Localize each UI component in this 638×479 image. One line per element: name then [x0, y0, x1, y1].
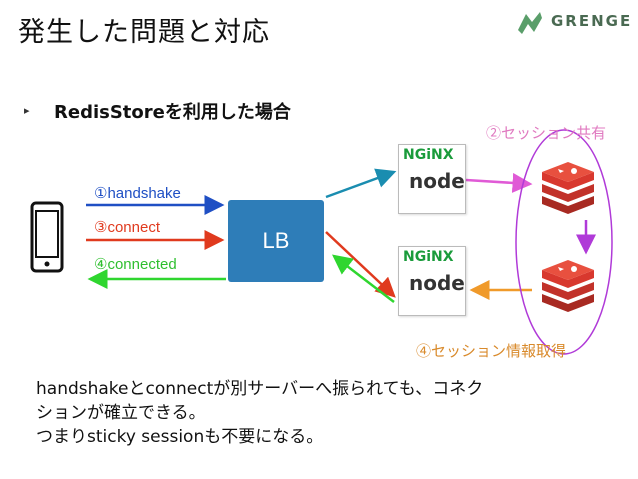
nginx-logo: NGiNX	[403, 147, 454, 163]
redis-group-outline	[515, 129, 613, 355]
session-share-arrow	[465, 172, 533, 193]
handshake-label: ①handshake	[94, 185, 181, 202]
server-1: NGiNX node	[398, 144, 466, 214]
server-2: NGiNX node	[398, 246, 466, 316]
section-subtitle: RedisStoreを利用した場合	[54, 102, 291, 123]
smartphone-icon	[30, 201, 64, 273]
body-text: handshakeとconnectが別サーバーへ振られても、コネク ションが確立…	[36, 377, 626, 449]
bullet-icon: ▸	[24, 104, 30, 117]
body-line: つまりsticky sessionも不要になる。	[36, 427, 324, 447]
session-share-label: ②セッション共有	[486, 125, 607, 142]
redis-icon	[542, 260, 594, 312]
body-line: ションが確立できる。	[36, 403, 206, 423]
lb-to-server2-arrow	[325, 231, 396, 298]
nginx-logo: NGiNX	[403, 249, 454, 265]
lb-to-server1-arrow	[325, 168, 397, 199]
server2-to-lb-arrow	[332, 254, 395, 303]
connected-label: ④connected	[94, 256, 177, 273]
body-line: handshakeとconnectが別サーバーへ振られても、コネク	[36, 379, 484, 399]
grenge-logo-icon	[518, 12, 542, 34]
redis-icon	[542, 162, 594, 214]
slide-title: 発生した問題と対応	[18, 17, 270, 48]
connect-label: ③connect	[94, 219, 160, 236]
load-balancer-box: LB	[228, 200, 324, 282]
node-logo: node	[409, 271, 465, 295]
logo-text: GRENGE	[551, 12, 633, 30]
session-fetch-label: ④セッション情報取得	[416, 343, 567, 360]
node-logo: node	[409, 169, 465, 193]
